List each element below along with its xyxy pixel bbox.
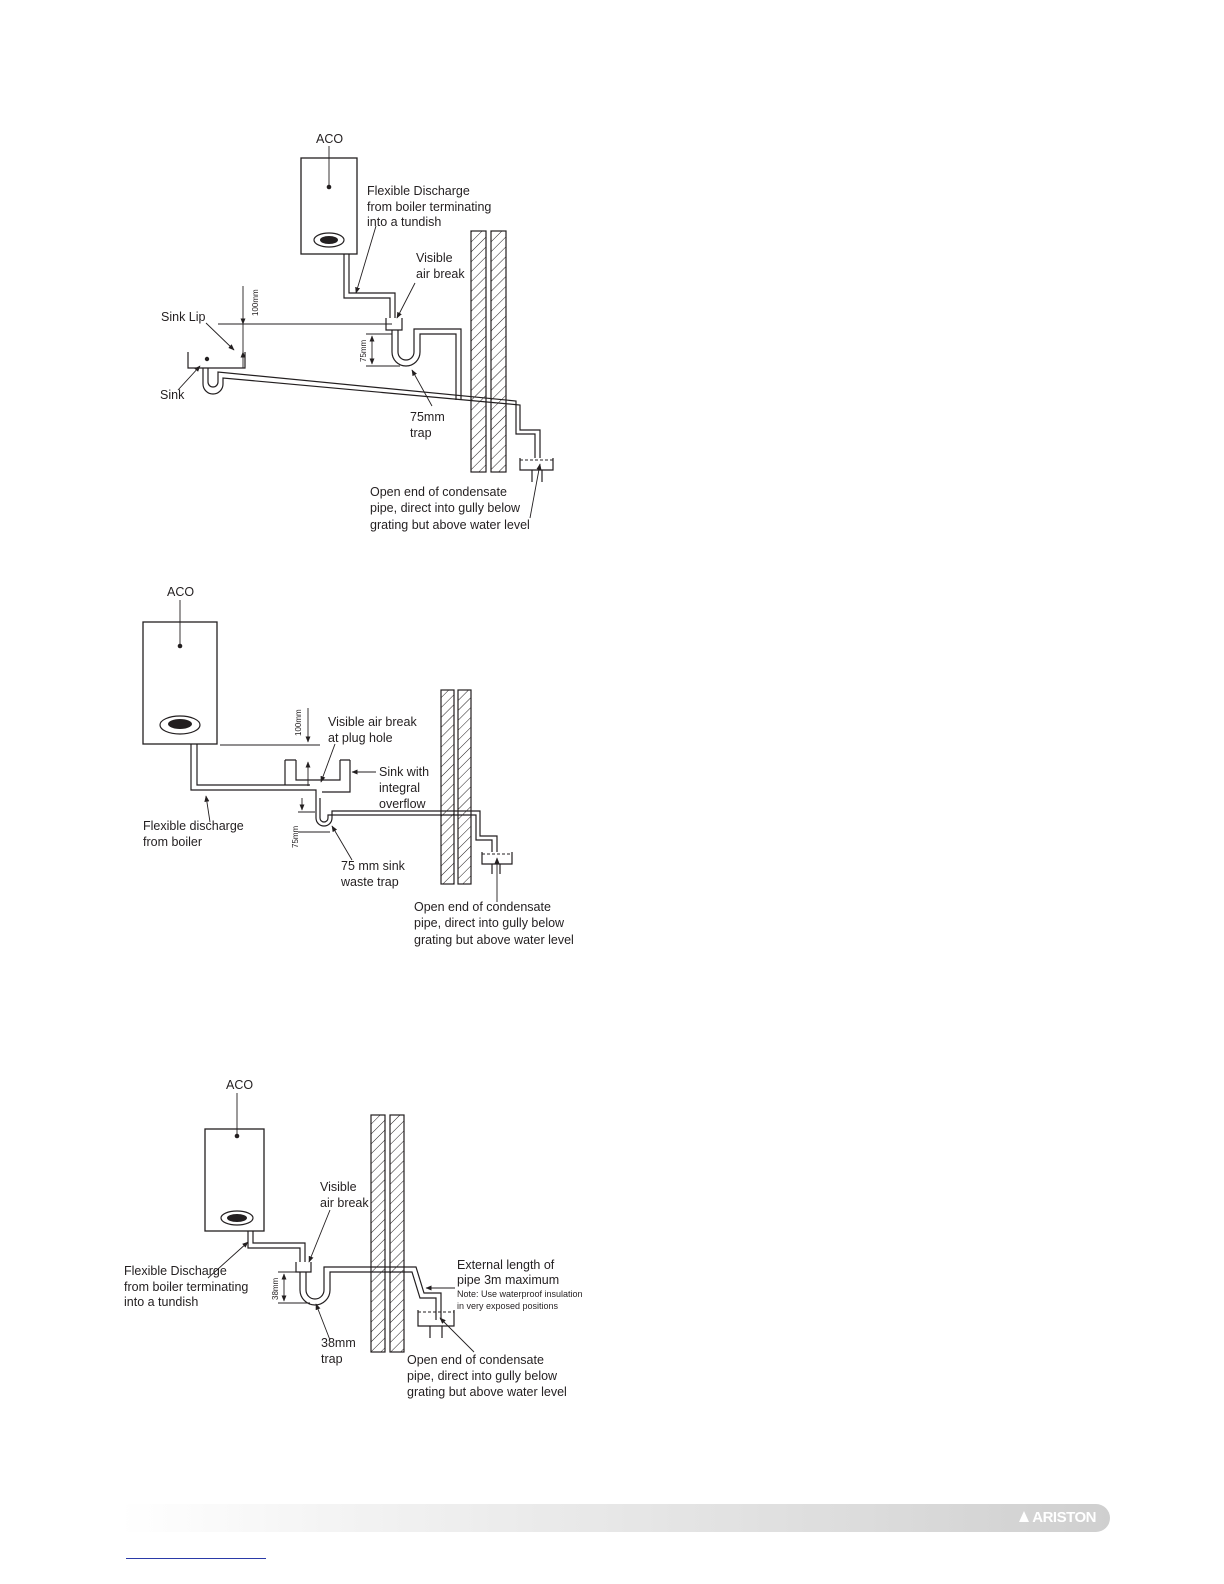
diagram-2: ACO 100mm 75mm Visible air break [142,585,574,947]
dim-100: 100mm [251,289,260,316]
trap-label: 38mm trap [321,1336,359,1366]
dim-75: 75mm [291,825,300,848]
wall-1a [470,230,487,473]
flexible-discharge-label: Flexible Discharge from boiler terminati… [367,184,495,229]
trap-38 [299,1271,437,1320]
sink-1 [187,352,246,369]
flexible-discharge-label: Flexible discharge from boiler [143,819,247,849]
air-break-label: Visible air break [416,251,465,281]
ariston-logo-icon [1019,1511,1030,1522]
discharge-pipe [247,1231,301,1262]
tundish [295,1262,312,1273]
footer-link-underline[interactable] [126,1558,266,1559]
wall-2b [457,689,472,885]
brand-name: ARISTON [1032,1509,1096,1526]
dim-75: 75mm [359,339,368,362]
open-end-label: Open end of condensate pipe, direct into… [407,1353,567,1399]
boiler-1 [300,146,358,255]
sink-overflow-label: Sink with integral overflow [379,765,433,811]
sink-2 [284,759,351,793]
sink-label: Sink [160,388,185,402]
trap-75-sink [315,798,498,852]
sink-lip-label: Sink Lip [161,310,206,324]
trap-label: 75mm trap [410,410,448,440]
wall-2a [440,689,455,885]
diagram-1: ACO 100mm 75mm [160,132,554,532]
open-end-label: Open end of condensate pipe, direct into… [370,485,530,532]
trap-75 [391,330,457,400]
gully-3 [417,1310,455,1327]
dim-38: 38mm [271,1277,280,1300]
diagram-3: ACO 38mm Visible air break Flexib [124,1078,585,1399]
boiler-label: ACO [167,585,194,599]
discharge-pipe [190,744,317,798]
boiler-label: ACO [226,1078,253,1092]
footer-bar: ARISTON [120,1504,1110,1532]
open-end-label: Open end of condensate pipe, direct into… [414,900,574,947]
boiler-3 [204,1093,265,1232]
external-length-label: External length of pipe 3m maximum [457,1258,559,1287]
boiler-label: ACO [316,132,343,146]
wall-3a [370,1114,386,1353]
trap-label: 75 mm sink waste trap [340,859,408,889]
brand-logo: ARISTON [1018,1509,1096,1526]
air-break-label: Visible air break at plug hole [328,715,420,745]
air-break-label: Visible air break [320,1180,369,1210]
wall-1b [490,230,507,473]
waste-pipe-1 [202,368,541,458]
boiler-2 [142,600,218,745]
discharge-pipe [343,254,391,318]
flexible-discharge-label: Flexible Discharge from boiler terminati… [124,1264,252,1309]
note-label: Note: Use waterproof insulation in very … [457,1289,585,1311]
wall-3b [389,1114,405,1353]
dim-100: 100mm [294,709,303,736]
